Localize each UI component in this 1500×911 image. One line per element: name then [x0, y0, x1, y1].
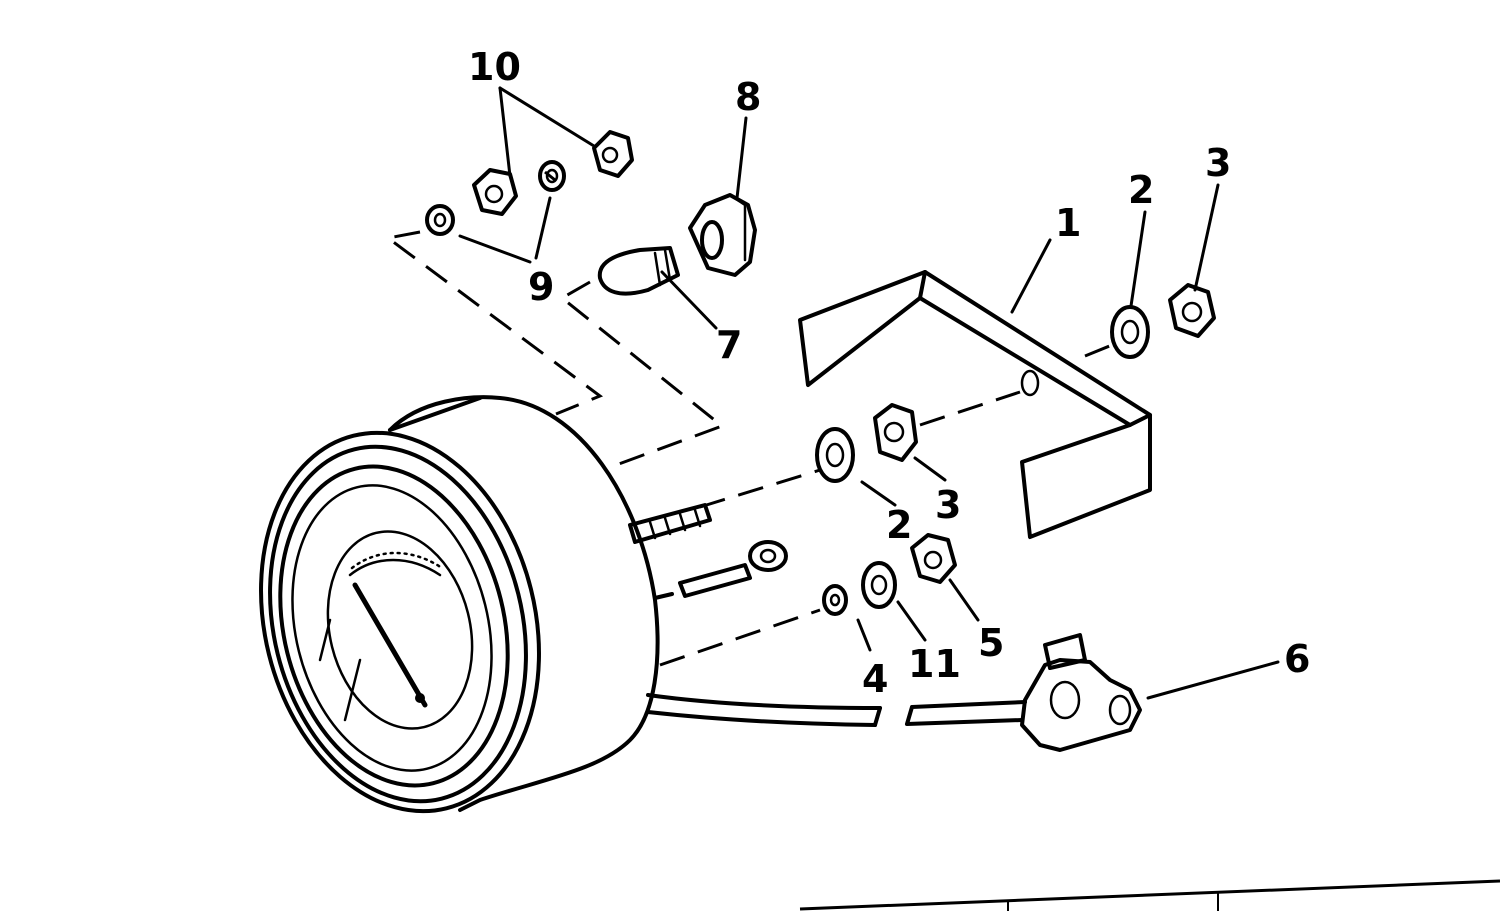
gauge-needle-hub [415, 693, 425, 703]
sender-lead-wire-cut [873, 706, 882, 727]
lock-washer-2b [815, 427, 855, 483]
bracket-hole [1020, 369, 1040, 397]
lamp-bulb [597, 246, 680, 296]
sender-lead-wire-lower [646, 710, 877, 727]
gauge-dial-face [326, 530, 474, 730]
callout-2-top: 2 [1128, 168, 1154, 212]
ring-terminal-wire [653, 540, 788, 600]
assembly-lines [384, 170, 1113, 667]
mounting-bracket [798, 270, 1152, 539]
temperature-sender [1020, 633, 1142, 752]
callout-2-mid: 2 [886, 503, 912, 547]
mounting-stud [628, 503, 712, 544]
hex-nut-10a [472, 168, 518, 216]
table-edge [799, 879, 1500, 911]
retaining-ring-9b [538, 160, 566, 192]
callouts: 1 2 3 2 3 4 5 6 7 8 9 10 11 [468, 45, 1310, 701]
callout-8: 8 [735, 75, 761, 119]
gauge-housing-top [388, 396, 482, 432]
callout-6: 6 [1284, 637, 1310, 681]
hex-nut-3a [1168, 283, 1216, 338]
hex-nut-10b [592, 130, 634, 178]
gauge-scale-ticks [350, 551, 444, 570]
callout-3-top: 3 [1205, 141, 1231, 185]
gauge-lens [291, 484, 493, 772]
lock-washer-11 [861, 561, 897, 609]
retaining-ring-9a [425, 204, 455, 236]
callout-4: 4 [862, 657, 888, 701]
hex-nut-5 [910, 533, 957, 584]
callout-7: 7 [716, 323, 742, 367]
callout-11: 11 [908, 642, 961, 686]
leader-lines [458, 86, 1280, 700]
callout-3-mid: 3 [935, 483, 961, 527]
gauge-glare [318, 618, 332, 662]
gauge-bezel-ring [268, 444, 528, 804]
gauge-glare-2 [343, 658, 362, 722]
callout-9: 9 [528, 265, 554, 309]
gauge-bezel-outer [259, 430, 541, 814]
gauge-bezel-inner [278, 464, 510, 788]
gauge-scale [348, 558, 442, 577]
gauge-needle [352, 582, 428, 708]
sender-lead-wire [646, 693, 882, 710]
lock-washer-2a [1110, 305, 1150, 359]
callout-10: 10 [468, 45, 521, 89]
gauge-housing [388, 395, 660, 812]
retaining-ring-4 [822, 584, 848, 616]
gauge-assembly [259, 395, 1027, 814]
sender-lead-wire-2 [905, 700, 1027, 726]
callout-1: 1 [1055, 201, 1081, 245]
hex-nut-3b [873, 403, 918, 462]
callout-5: 5 [978, 621, 1004, 665]
lamp-socket [688, 193, 757, 277]
